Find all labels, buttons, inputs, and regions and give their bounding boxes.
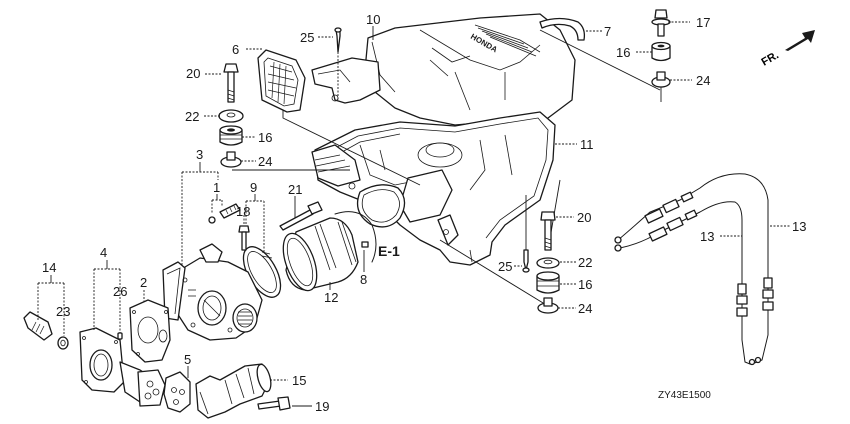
callout-20-left[interactable]: 20	[186, 66, 200, 81]
callout-labels: 6 25 10 7 17 16 24 20 22 16 24 11 3 1 9 …	[42, 12, 806, 414]
sensor-14-part[interactable]	[23, 311, 53, 341]
adapter-4-part[interactable]	[79, 327, 166, 407]
callout-17[interactable]: 17	[696, 15, 710, 30]
callout-5[interactable]: 5	[184, 352, 191, 367]
leader-cover-to-bolt17	[539, 29, 661, 91]
callout-23[interactable]: 23	[56, 304, 70, 319]
screw-set-1[interactable]	[208, 203, 241, 224]
tube-15-part[interactable]	[195, 363, 273, 419]
callout-24-right[interactable]: 24	[578, 301, 592, 316]
callout-13-inner[interactable]: 13	[700, 229, 714, 244]
callout-24-top-right[interactable]: 24	[696, 73, 710, 88]
washer-23-part[interactable]	[57, 336, 69, 350]
callout-26[interactable]: 26	[113, 284, 127, 299]
callout-6[interactable]: 6	[232, 42, 239, 57]
callout-25-top[interactable]: 25	[300, 30, 314, 45]
callout-16-top-right[interactable]: 16	[616, 45, 630, 60]
callout-8[interactable]: 8	[360, 272, 367, 287]
right-top-mount-stack[interactable]	[651, 9, 671, 102]
callout-14[interactable]: 14	[42, 260, 56, 275]
throttle-body-part[interactable]	[162, 243, 263, 341]
screw-25-top[interactable]	[334, 27, 342, 100]
filter-part[interactable]	[257, 49, 306, 113]
hose-part[interactable]	[539, 17, 586, 41]
callout-9[interactable]: 9	[250, 180, 257, 195]
section-label-e1[interactable]: E-1	[378, 243, 400, 259]
bolt-21[interactable]	[279, 201, 323, 231]
diagram-reference-code: ZY43E1500	[658, 390, 711, 401]
leader-case-to-bolt20	[439, 239, 549, 307]
gasket-5-part[interactable]	[163, 371, 191, 413]
callout-18[interactable]: 18	[236, 204, 250, 219]
callout-1[interactable]: 1	[213, 180, 220, 195]
silencer-cover-part[interactable]: HONDA	[311, 13, 576, 129]
gasket-2-part[interactable]	[129, 299, 171, 363]
callout-22-left[interactable]: 22	[185, 109, 199, 124]
callout-7[interactable]: 7	[604, 24, 611, 39]
callout-leaders	[37, 21, 790, 407]
callout-16-right[interactable]: 16	[578, 277, 592, 292]
callout-15[interactable]: 15	[292, 373, 306, 388]
callout-16-left[interactable]: 16	[258, 130, 272, 145]
front-direction-indicator: FR.	[760, 30, 815, 69]
fr-label: FR.	[760, 49, 781, 68]
callout-12[interactable]: 12	[324, 290, 338, 305]
bolt-19[interactable]	[257, 396, 291, 411]
callout-21[interactable]: 21	[288, 182, 302, 197]
leader-filter-to-case	[282, 110, 421, 186]
callout-22-right[interactable]: 22	[578, 255, 592, 270]
callout-2[interactable]: 2	[140, 275, 147, 290]
silencer-case-part[interactable]	[311, 111, 556, 266]
cable-13-part[interactable]	[614, 173, 774, 366]
fr-arrow-icon	[785, 30, 815, 51]
callout-10[interactable]: 10	[366, 12, 380, 27]
right-lower-mount-stack[interactable]	[522, 211, 560, 314]
callout-13-outer[interactable]: 13	[792, 219, 806, 234]
callout-25-right[interactable]: 25	[498, 259, 512, 274]
bolt-18[interactable]	[238, 225, 250, 251]
callout-24-left[interactable]: 24	[258, 154, 272, 169]
callout-20-right[interactable]: 20	[577, 210, 591, 225]
left-mount-stack[interactable]	[218, 63, 244, 168]
callout-4[interactable]: 4	[100, 245, 107, 260]
callout-19[interactable]: 19	[315, 399, 329, 414]
intake-tube-part[interactable]	[277, 211, 377, 295]
callout-3[interactable]: 3	[196, 147, 203, 162]
callout-11[interactable]: 11	[580, 137, 594, 152]
